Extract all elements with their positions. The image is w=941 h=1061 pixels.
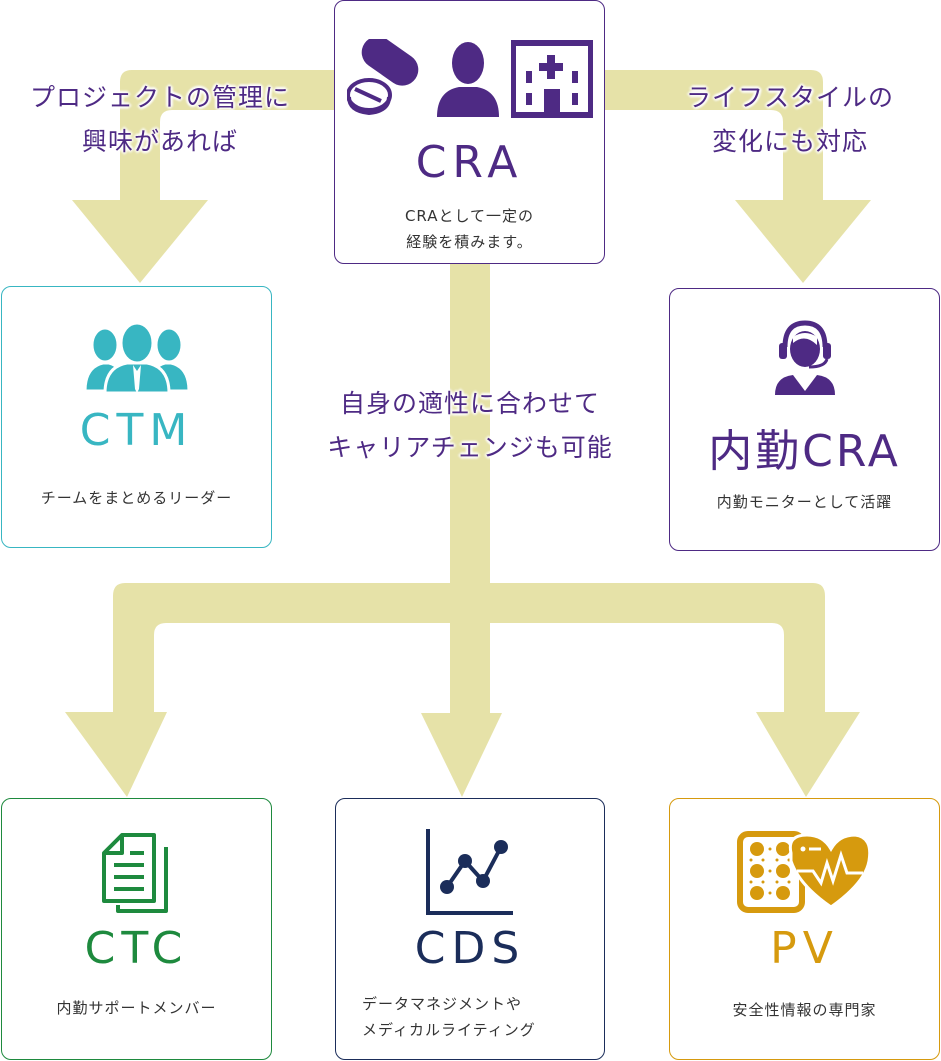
card-inhouse-cra[interactable]: 内勤CRA 内勤モニターとして活躍 <box>669 288 940 551</box>
card-cds[interactable]: CDS データマネジメントや メディカルライティング <box>335 798 605 1060</box>
card-title: 内勤CRA <box>708 426 901 477</box>
card-pv[interactable]: PV 安全性情報の専門家 <box>669 798 940 1060</box>
label-career-change: 自身の適性に合わせて キャリアチェンジも可能 <box>327 389 613 462</box>
pills-icon <box>346 39 418 116</box>
bottom-branch-bar <box>113 583 825 712</box>
card-description: データマネジメントや メディカルライティング <box>362 995 536 1039</box>
card-description: CRAとして一定の 経験を積みます。 <box>404 207 535 251</box>
card-title: CRA <box>415 137 524 188</box>
cra-icons <box>335 39 604 119</box>
card-cra[interactable]: CRA CRAとして一定の 経験を積みます。 <box>334 0 605 264</box>
medicine-heart-icon <box>736 831 871 913</box>
label-lifestyle-change: ライフスタイルの 変化にも対応 <box>685 83 894 156</box>
headset-operator-icon <box>774 320 835 395</box>
card-ctc[interactable]: CTC 内勤サポートメンバー <box>1 798 272 1060</box>
line-chart-icon <box>426 829 513 915</box>
card-description: 安全性情報の専門家 <box>732 1001 877 1019</box>
card-title: PV <box>770 923 839 974</box>
documents-icon <box>101 833 168 913</box>
label-project-management: プロジェクトの管理に 興味があれば <box>29 83 290 156</box>
arrow-head-to-cds <box>421 713 502 797</box>
card-description: 内勤サポートメンバー <box>56 999 217 1017</box>
hospital-icon <box>510 40 593 118</box>
arrow-head-to-inhouse-cra <box>735 200 871 283</box>
card-title: CTC <box>84 923 189 974</box>
card-description: チームをまとめるリーダー <box>40 489 233 507</box>
team-icon <box>84 323 189 395</box>
arrow-head-to-ctm <box>72 200 208 283</box>
card-title: CTM <box>79 405 194 456</box>
arrow-head-to-ctc <box>65 712 167 797</box>
person-icon <box>436 42 499 117</box>
center-trunk <box>450 262 490 592</box>
top-branch-bar <box>120 70 823 200</box>
card-title: CDS <box>414 923 526 974</box>
card-description: 内勤モニターとして活躍 <box>716 493 893 511</box>
card-ctm[interactable]: CTM チームをまとめるリーダー <box>1 286 272 548</box>
arrow-head-to-pv <box>756 712 860 797</box>
